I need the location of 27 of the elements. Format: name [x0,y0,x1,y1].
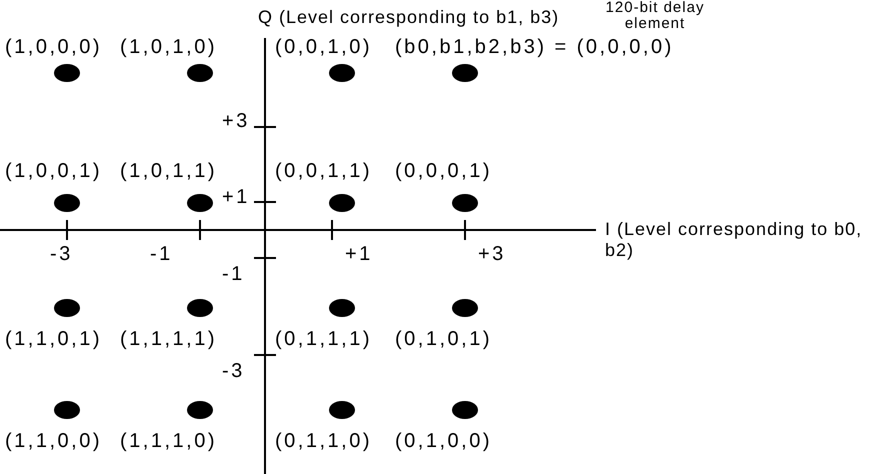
bit-label: (0,1,0,1) [395,328,492,350]
bit-label: (1,0,1,1) [120,160,217,182]
bit-label: (0,0,1,1) [275,160,372,182]
tick-label: +1 [345,243,373,265]
bit-label: (0,1,1,0) [275,430,372,452]
bit-label: (0,1,1,1) [275,328,372,350]
bit-label: (1,1,1,1) [120,328,217,350]
bit-label: (1,1,1,0) [120,430,217,452]
tick-label: +3 [222,110,250,132]
bit-label: (0,0,1,0) [275,36,372,58]
bit-label: (1,0,1,0) [120,36,217,58]
bit-label: (1,1,0,1) [5,328,102,350]
tick-label: -1 [150,243,173,265]
bit-label: (1,0,0,1) [5,160,102,182]
axis-label: I (Level corresponding to b0, b2) [605,219,864,261]
bit-label: (0,1,0,0) [395,430,492,452]
bit-label: (1,1,0,0) [5,430,102,452]
tick-label: -3 [50,243,73,265]
tick-label: -1 [222,263,245,285]
bit-label: (0,0,0,1) [395,160,492,182]
tick-label: +3 [478,243,506,265]
note-label: 120-bit delay element [604,0,706,32]
tick-label: +1 [222,186,250,208]
axis-label: Q (Level corresponding to b1, b3) [258,6,560,28]
tick-label: -3 [222,360,245,382]
bit-label: (b0,b1,b2,b3) = (0,0,0,0) [395,36,674,58]
bit-label: (1,0,0,0) [5,36,102,58]
